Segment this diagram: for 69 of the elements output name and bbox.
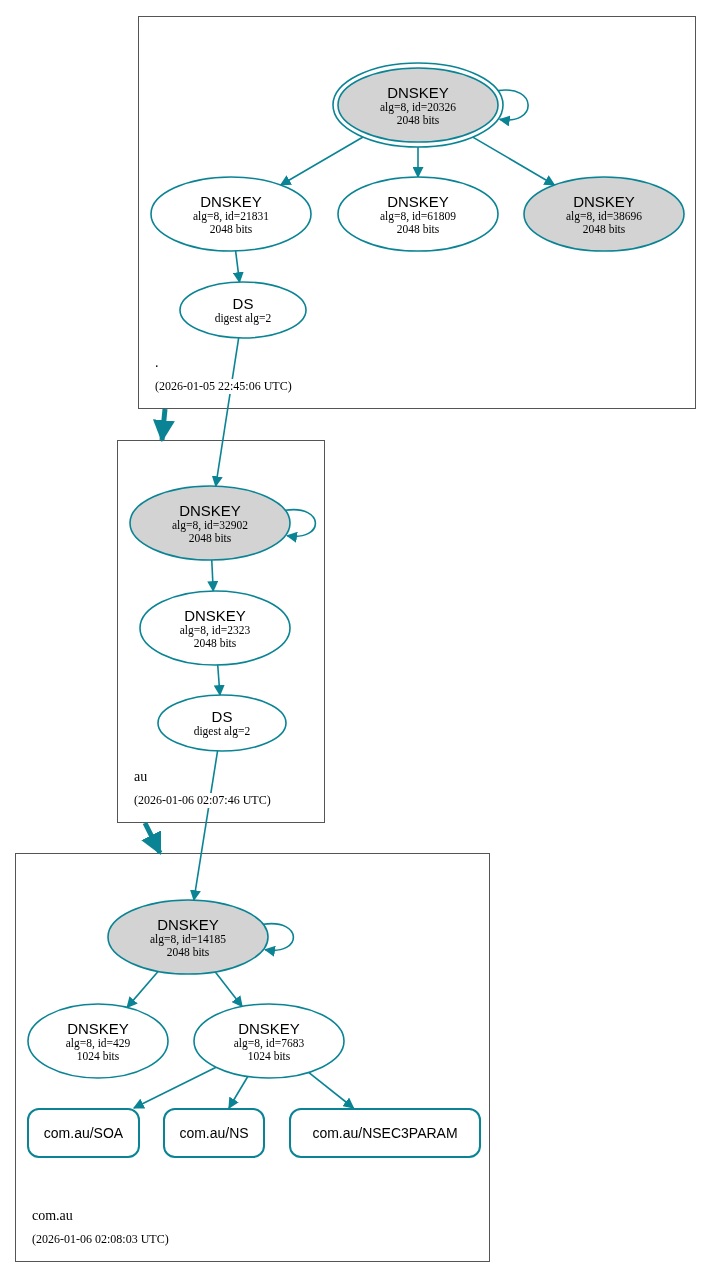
- dnskey-ellipse: [139, 590, 291, 666]
- arrow: [207, 559, 219, 593]
- record-detail: 1024 bits: [247, 1049, 291, 1063]
- rrset-box: com.au/SOA: [27, 1108, 140, 1158]
- record-type: DNSKEY: [387, 192, 449, 210]
- record-detail: alg=8, id=7683: [233, 1036, 305, 1050]
- arrow: [211, 337, 240, 488]
- record-detail: alg=8, id=21831: [192, 209, 270, 223]
- record-type: DNSKEY: [573, 192, 635, 210]
- arrow: [232, 250, 244, 284]
- record-detail: alg=8, id=38696: [565, 209, 643, 223]
- arrow: [472, 136, 556, 186]
- dnskey-ellipse: [523, 176, 685, 252]
- dnskey-ellipse: [107, 899, 269, 975]
- record-type: DS: [211, 708, 233, 725]
- arrow: [279, 136, 364, 186]
- self-loop-arrow: [497, 89, 529, 126]
- ds-ellipse: [179, 281, 307, 339]
- record-detail: digest alg=2: [214, 312, 272, 325]
- arrow: [412, 146, 424, 179]
- record-detail: alg=8, id=14185: [149, 932, 227, 946]
- record-detail: 2048 bits: [396, 222, 440, 236]
- zone-timestamp: (2026-01-05 22:45:06 UTC): [155, 379, 292, 394]
- record-type: DNSKEY: [200, 192, 262, 210]
- record-detail: 1024 bits: [76, 1049, 120, 1063]
- record-type: DNSKEY: [387, 83, 449, 101]
- record-type: DNSKEY: [157, 915, 219, 933]
- arrow: [214, 971, 243, 1008]
- self-loop-arrow: [284, 508, 317, 542]
- self-loop-arrow: [262, 922, 295, 956]
- record-detail: 2048 bits: [166, 945, 210, 959]
- record-detail: alg=8, id=429: [65, 1036, 131, 1050]
- dnskey-ellipse: [27, 1003, 169, 1079]
- dnskey-ellipse: [332, 62, 504, 148]
- record-detail: digest alg=2: [193, 725, 251, 738]
- record-detail: alg=8, id=61809: [379, 209, 457, 223]
- delegation-arrow: [152, 408, 175, 443]
- rrset-box: com.au/NSEC3PARAM: [289, 1108, 481, 1158]
- record-detail: alg=8, id=2323: [179, 623, 251, 637]
- zone-box: [117, 440, 325, 823]
- dnskey-ellipse: [150, 176, 312, 252]
- arrow: [228, 1075, 249, 1109]
- ds-ellipse: [157, 694, 287, 752]
- record-type: DNSKEY: [184, 606, 246, 624]
- arrow: [190, 750, 219, 902]
- record-type: DNSKEY: [179, 501, 241, 519]
- record-type: DNSKEY: [67, 1019, 129, 1037]
- zone-box: [138, 16, 696, 409]
- rrset-box: com.au/NS: [163, 1108, 265, 1158]
- record-detail: alg=8, id=32902: [171, 518, 249, 532]
- dnskey-ellipse: [337, 176, 499, 252]
- delegation-arrow: [141, 821, 163, 855]
- record-detail: 2048 bits: [188, 531, 232, 545]
- record-detail: 2048 bits: [209, 222, 253, 236]
- arrow: [126, 970, 160, 1009]
- dnskey-ellipse: [193, 1003, 345, 1079]
- zone-box: [15, 853, 490, 1262]
- arrow: [307, 1071, 355, 1109]
- record-detail: 2048 bits: [193, 636, 237, 650]
- zone-timestamp: (2026-01-06 02:07:46 UTC): [134, 793, 271, 808]
- record-type: DS: [232, 295, 254, 312]
- record-type: DNSKEY: [238, 1019, 300, 1037]
- arrow: [132, 1066, 217, 1109]
- record-detail: 2048 bits: [396, 113, 440, 127]
- zone-timestamp: (2026-01-06 02:08:03 UTC): [32, 1232, 169, 1247]
- dnskey-ellipse: [129, 485, 291, 561]
- arrow: [213, 664, 225, 697]
- record-detail: alg=8, id=20326: [379, 100, 457, 114]
- record-detail: 2048 bits: [582, 222, 626, 236]
